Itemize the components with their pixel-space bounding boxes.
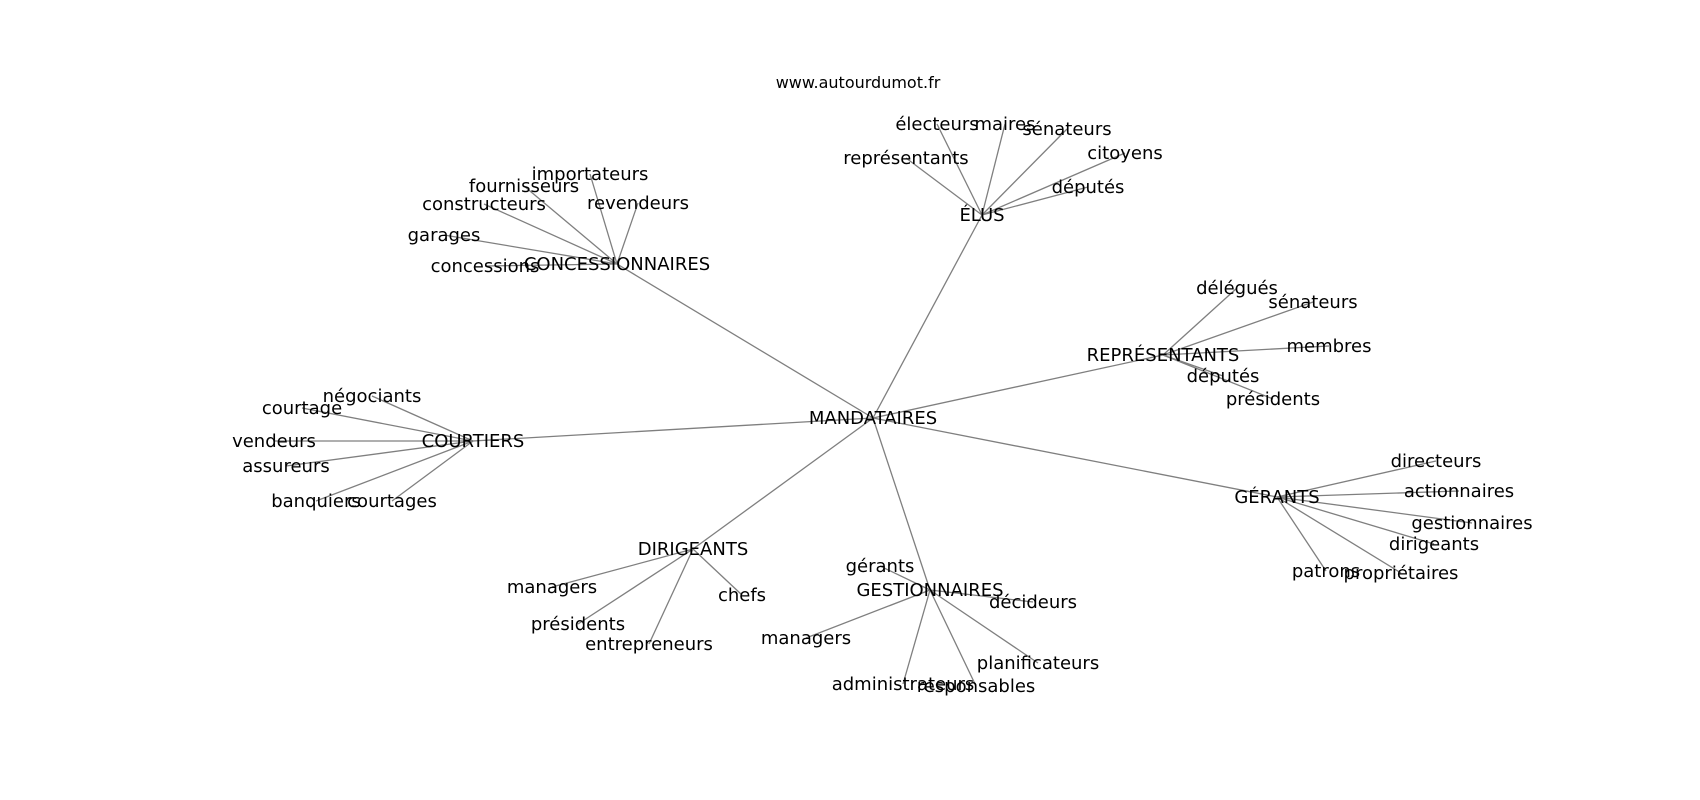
edge-center-hub-gestionnaires — [872, 417, 931, 591]
edge-hub-gerants-leaf-5 — [1276, 496, 1402, 574]
leaf-node-concessionnaires-2: constructeurs — [422, 194, 546, 215]
leaf-node-representants-1: sénateurs — [1268, 292, 1357, 313]
labels-layer: www.autourdumot.fr importateursfournisse… — [232, 73, 1533, 697]
hub-node-gestionnaires: GESTIONNAIRES — [856, 580, 1003, 601]
leaf-node-concessionnaires-1: fournisseurs — [469, 176, 579, 197]
leaf-node-gerants-0: directeurs — [1391, 451, 1482, 472]
leaf-node-gerants-3: dirigeants — [1389, 534, 1479, 555]
leaf-node-representants-4: présidents — [1226, 389, 1320, 410]
leaf-node-elus-5: députés — [1052, 177, 1125, 198]
edge-hub-dirigeants-leaf-1 — [692, 548, 743, 596]
leaf-node-elus-0: électeurs — [895, 114, 978, 135]
edge-hub-concessionnaires-leaf-5 — [484, 263, 618, 267]
edge-hub-concessionnaires-leaf-2 — [483, 203, 618, 265]
leaf-node-gestionnaires-2: managers — [761, 628, 851, 649]
hub-node-courtiers: COURTIERS — [422, 431, 525, 452]
edge-hub-representants-leaf-1 — [1162, 301, 1314, 356]
edge-hub-representants-leaf-2 — [1162, 345, 1330, 356]
leaf-node-concessionnaires-3: revendeurs — [587, 193, 689, 214]
edge-center-hub-dirigeants — [692, 417, 874, 550]
hub-node-gerants: GÉRANTS — [1234, 486, 1319, 508]
edge-hub-dirigeants-leaf-2 — [577, 548, 694, 625]
leaf-node-gestionnaires-3: planificateurs — [977, 653, 1099, 674]
leaf-node-concessionnaires-4: garages — [408, 225, 481, 246]
edge-hub-courtiers-leaf-5 — [391, 440, 474, 502]
edge-hub-gestionnaires-leaf-5 — [929, 589, 977, 687]
edge-center-hub-concessionnaires — [616, 263, 874, 419]
edge-hub-dirigeants-leaf-3 — [648, 548, 694, 645]
leaf-node-concessionnaires-5: concessions — [431, 256, 540, 277]
edge-hub-gerants-leaf-2 — [1276, 496, 1473, 524]
leaf-node-courtiers-5: courtages — [347, 491, 437, 512]
edge-hub-gestionnaires-leaf-1 — [929, 589, 1034, 603]
edge-hub-elus-leaf-3 — [905, 157, 983, 216]
hub-node-representants: REPRÉSENTANTS — [1087, 344, 1240, 366]
leaf-node-representants-2: membres — [1286, 336, 1371, 357]
leaf-node-courtiers-1: courtage — [262, 398, 342, 419]
leaf-node-dirigeants-1: chefs — [718, 585, 766, 606]
edge-hub-gerants-leaf-0 — [1276, 460, 1437, 498]
edge-hub-gerants-leaf-3 — [1276, 496, 1435, 545]
edge-center-hub-representants — [872, 354, 1164, 419]
leaf-node-gerants-2: gestionnaires — [1411, 513, 1532, 534]
edge-hub-dirigeants-leaf-0 — [551, 548, 694, 588]
leaf-node-gestionnaires-0: gérants — [846, 556, 915, 577]
edge-hub-concessionnaires-leaf-1 — [523, 185, 618, 265]
leaf-node-gerants-4: patrons — [1292, 561, 1360, 582]
leaf-node-dirigeants-2: présidents — [531, 614, 625, 635]
edge-hub-gerants-leaf-1 — [1276, 490, 1460, 498]
hub-node-elus: ÉLUS — [959, 204, 1004, 226]
edge-hub-gerants-leaf-4 — [1276, 496, 1327, 572]
edge-hub-elus-leaf-2 — [981, 128, 1068, 216]
hub-node-dirigeants: DIRIGEANTS — [638, 539, 749, 560]
hub-node-concessionnaires: CONCESSIONNAIRES — [524, 254, 710, 275]
watermark: www.autourdumot.fr — [776, 73, 941, 92]
leaf-node-concessionnaires-0: importateurs — [532, 164, 649, 185]
leaf-node-dirigeants-3: entrepreneurs — [585, 634, 713, 655]
edge-hub-courtiers-leaf-4 — [315, 440, 474, 502]
edge-hub-courtiers-leaf-1 — [301, 407, 474, 442]
leaf-node-gestionnaires-1: décideurs — [989, 592, 1077, 613]
edge-hub-courtiers-leaf-3 — [285, 440, 474, 467]
edge-hub-elus-leaf-5 — [981, 186, 1089, 216]
leaf-node-courtiers-0: négociants — [323, 386, 422, 407]
edge-hub-elus-leaf-4 — [981, 152, 1126, 216]
edge-hub-concessionnaires-leaf-0 — [589, 173, 618, 265]
edge-hub-gestionnaires-leaf-0 — [879, 565, 931, 591]
edge-hub-elus-leaf-1 — [981, 123, 1006, 216]
edge-hub-gestionnaires-leaf-4 — [902, 589, 931, 685]
leaf-node-elus-1: maires — [974, 114, 1035, 135]
leaf-node-elus-2: sénateurs — [1022, 119, 1111, 140]
leaf-node-gestionnaires-5: responsables — [917, 676, 1036, 697]
edge-hub-concessionnaires-leaf-3 — [616, 202, 639, 265]
leaf-node-elus-3: représentants — [843, 148, 968, 169]
edge-hub-gestionnaires-leaf-2 — [805, 589, 931, 639]
edge-hub-elus-leaf-0 — [936, 123, 983, 216]
leaf-node-gerants-1: actionnaires — [1404, 481, 1514, 502]
center-node: MANDATAIRES — [809, 408, 937, 429]
edge-center-hub-gerants — [872, 417, 1278, 498]
leaf-node-courtiers-3: assureurs — [242, 456, 329, 477]
edges-layer — [274, 123, 1473, 687]
leaf-node-courtiers-4: banquiers — [271, 491, 361, 512]
edge-hub-representants-leaf-0 — [1162, 287, 1238, 356]
edge-hub-gestionnaires-leaf-3 — [929, 589, 1039, 664]
leaf-node-representants-3: députés — [1187, 366, 1260, 387]
edge-hub-concessionnaires-leaf-4 — [443, 234, 618, 265]
leaf-node-elus-4: citoyens — [1087, 143, 1162, 164]
edge-center-hub-elus — [872, 214, 983, 419]
leaf-node-courtiers-2: vendeurs — [232, 431, 316, 452]
leaf-node-dirigeants-0: managers — [507, 577, 597, 598]
edge-hub-courtiers-leaf-0 — [371, 395, 474, 442]
edge-hub-representants-leaf-4 — [1162, 354, 1274, 400]
leaf-node-representants-0: délégués — [1196, 278, 1278, 299]
leaf-node-gerants-5: propriétaires — [1344, 563, 1459, 584]
edge-center-hub-courtiers — [472, 417, 874, 442]
leaf-node-gestionnaires-4: administrateurs — [832, 674, 975, 695]
